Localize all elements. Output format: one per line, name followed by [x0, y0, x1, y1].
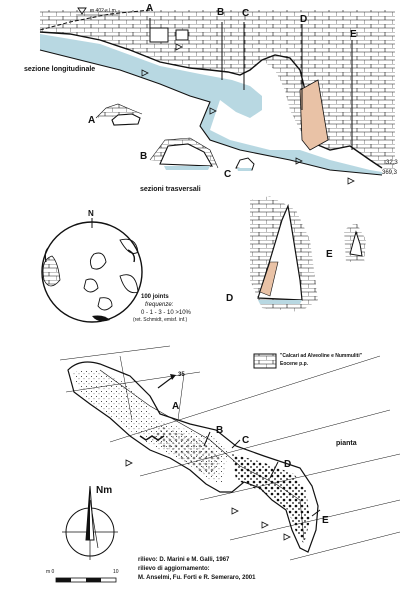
legend-rock-name: "Calcari ad Alveoline e Nummuliti": [280, 353, 363, 359]
north-compass: [62, 485, 118, 560]
entrance-block: [175, 29, 189, 41]
profile-letter-c: C: [242, 8, 250, 19]
plan-cut-D: [269, 461, 279, 479]
cave-ceiling: [39, 31, 383, 169]
scale-bar: [55, 577, 117, 583]
dip-arrow: [157, 375, 175, 389]
stalagmite-column: [299, 79, 329, 151]
credits-line3: M. Anselmi, Fu. Forti e R. Semeraro, 200…: [138, 575, 256, 581]
cross-letter-e: E: [326, 249, 333, 260]
profile-letter-b: B: [217, 7, 225, 18]
stalagmite-D: [259, 261, 279, 297]
cross-sections-title: sezioni trasversali: [140, 186, 201, 193]
cross-letter-d: D: [226, 293, 234, 304]
survey-traverse: [99, 369, 305, 541]
plan-letter-c: C: [242, 435, 250, 446]
dip-value: 35: [178, 372, 185, 378]
scale-start: m 0: [46, 569, 55, 575]
entrance-block: [149, 27, 169, 43]
cave-floor: [39, 49, 383, 176]
cross-section-B: [159, 143, 213, 167]
stereonet-freq-values: 0 - 1 - 3 - 10 >10%: [141, 310, 191, 316]
stereonet-freq-label: frequenze:: [145, 302, 174, 308]
depth-top: 32,3: [386, 160, 398, 166]
plan-cut-E: [311, 509, 321, 517]
ground-surface: [39, 9, 151, 31]
credits-line2: rilievo di aggiornamento:: [138, 566, 210, 572]
plan-letter-d: D: [284, 459, 292, 470]
legend-age: Eocene p.p.: [280, 361, 309, 367]
profile-letter-a: A: [146, 3, 154, 14]
plan-letter-e: E: [322, 515, 329, 526]
water-fill: [40, 34, 382, 175]
stereonet-joints: 100 joints: [141, 294, 169, 300]
plan-view: [59, 345, 401, 561]
cross-letter-a: A: [88, 115, 96, 126]
plan-letter-a: A: [172, 401, 180, 412]
plan-cut-B: [203, 431, 211, 447]
plan-title: pianta: [336, 440, 357, 447]
stereonet-reference: (ret. Schmidt, emisf. inf.): [133, 317, 188, 323]
elevation-marker: [77, 7, 87, 15]
longitudinal-section: [39, 7, 395, 185]
cross-section-A: [111, 113, 141, 126]
plan-cut-C: [231, 439, 241, 449]
plan-cut-A: [149, 395, 161, 415]
profile-letter-e: E: [350, 29, 357, 40]
legend: [253, 353, 277, 369]
plan-letter-b: B: [216, 425, 224, 436]
stereonet: [41, 218, 143, 323]
section-title: sezione longitudinale: [24, 66, 96, 73]
compass-north-label: Nm: [96, 485, 113, 496]
elevation-label: m 402 s.l.m.: [90, 8, 118, 14]
cross-section-E: [349, 230, 363, 257]
stereonet-north: N: [88, 209, 94, 218]
depth-bottom: 369,3: [382, 170, 398, 176]
cross-letter-c: C: [224, 169, 232, 180]
cross-sections: [95, 103, 366, 312]
scale-end: 10: [113, 569, 119, 575]
cross-letter-b: B: [140, 151, 148, 162]
profile-letter-d: D: [300, 14, 308, 25]
credits-line1: rilievo: D. Marini e M. Galli, 1967: [138, 557, 230, 563]
